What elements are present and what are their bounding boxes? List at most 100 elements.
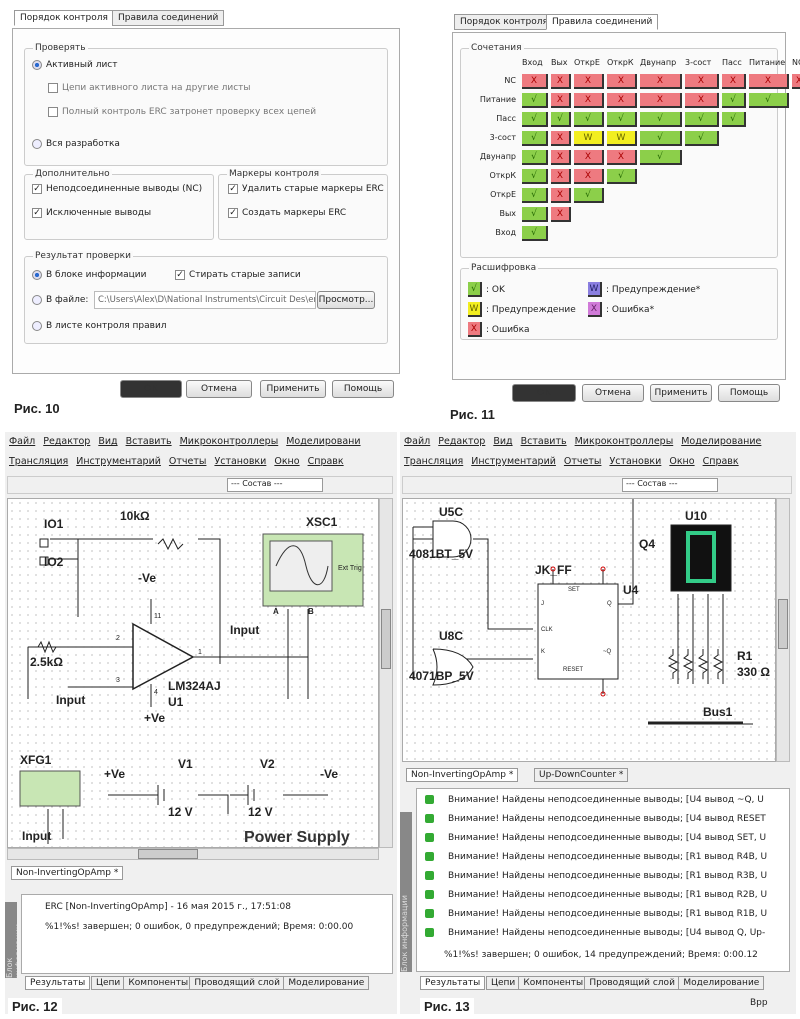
rule-cell-Пасс-Вход[interactable]: √	[522, 112, 548, 127]
rule-cell-ОткрК-ОткрЕ[interactable]: X	[574, 169, 604, 184]
checkbox-nc-pins[interactable]: ✓Неподсоединенные выводы (NC)	[32, 184, 202, 194]
rule-cell-Питание-ОткрК[interactable]: X	[607, 93, 637, 108]
doc-tab-counter[interactable]: Up-DownCounter *	[534, 768, 629, 782]
menu-item[interactable]: Установки	[609, 456, 662, 467]
rule-cell-Двунапр-Вых[interactable]: X	[551, 150, 571, 165]
rule-cell-3-сост-ОткрЕ[interactable]: W	[574, 131, 604, 146]
menu-item[interactable]: Вставить	[125, 436, 172, 447]
component-select[interactable]: --- Состав ---	[622, 478, 718, 492]
checkbox-create-markers[interactable]: ✓Создать маркеры ERC	[228, 208, 346, 218]
tab-2[interactable]: Цепи	[91, 976, 126, 990]
checkbox-chains-other[interactable]: Цепи активного листа на другие листы	[48, 83, 251, 93]
rule-cell-NC-NC[interactable]: X	[792, 74, 800, 89]
rule-cell-3-сост-Вход[interactable]: √	[522, 131, 548, 146]
rule-cell-Пасс-ОткрЕ[interactable]: √	[574, 112, 604, 127]
rule-cell-3-сост-Вых[interactable]: X	[551, 131, 571, 146]
menu-item[interactable]: Отчеты	[563, 456, 602, 467]
rule-cell-NC-Вход[interactable]: X	[522, 74, 548, 89]
tab-3[interactable]: Компоненты	[123, 976, 194, 990]
tab-1[interactable]: Результаты	[420, 976, 486, 990]
radio-active-sheet[interactable]: Активный лист	[32, 60, 117, 70]
tab-4[interactable]: Проводящий слой	[189, 976, 285, 990]
rule-cell-Питание-ОткрЕ[interactable]: X	[574, 93, 604, 108]
cancel-button[interactable]: Отмена	[186, 380, 252, 398]
rule-cell-Двунапр-Вход[interactable]: √	[522, 150, 548, 165]
rule-cell-Вых-Вход[interactable]: √	[522, 207, 548, 222]
checkbox-excluded-pins[interactable]: ✓Исключенные выводы	[32, 208, 151, 218]
rule-cell-ОткрК-Вых[interactable]: X	[551, 169, 571, 184]
checkbox-erase-old[interactable]: ✓Стирать старые записи	[175, 270, 301, 280]
rule-cell-NC-3-сост[interactable]: X	[685, 74, 719, 89]
radio-whole-design[interactable]: Вся разработка	[32, 139, 120, 149]
ok-button[interactable]: ОК	[120, 380, 182, 398]
radio-in-file[interactable]: В файле:	[32, 295, 88, 305]
checkbox-full-control[interactable]: Полный контроль ERC затронет проверку вс…	[48, 107, 316, 117]
rule-cell-3-сост-Двунапр[interactable]: √	[640, 131, 682, 146]
help-button[interactable]: Помощь	[332, 380, 394, 398]
menu-item[interactable]: Трансляция	[404, 456, 464, 467]
tab-2[interactable]: Цепи	[486, 976, 521, 990]
rule-cell-Двунапр-ОткрК[interactable]: X	[607, 150, 637, 165]
menu-item[interactable]: Вид	[493, 436, 513, 447]
ok-button[interactable]: ОК	[512, 384, 576, 402]
checkbox-delete-markers[interactable]: ✓Удалить старые маркеры ERC	[228, 184, 384, 194]
rule-cell-Пасс-Пасс[interactable]: √	[722, 112, 746, 127]
menu-item[interactable]: Отчеты	[168, 456, 207, 467]
rule-cell-Питание-Питание[interactable]: √	[749, 93, 789, 108]
component-select[interactable]: --- Состав ---	[227, 478, 323, 492]
rule-cell-NC-ОткрК[interactable]: X	[607, 74, 637, 89]
menu-item[interactable]: Моделирование	[681, 436, 762, 447]
rule-cell-ОткрЕ-Вход[interactable]: √	[522, 188, 548, 203]
menu-item[interactable]: Файл	[9, 436, 36, 447]
help-button[interactable]: Помощь	[718, 384, 780, 402]
radio-in-rules-sheet[interactable]: В листе контроля правил	[32, 321, 167, 331]
doc-tab-opamp[interactable]: Non-InvertingOpAmp *	[11, 866, 124, 880]
rule-cell-NC-Двунапр[interactable]: X	[640, 74, 682, 89]
menu-item[interactable]: Установки	[214, 456, 267, 467]
menu-item[interactable]: Редактор	[43, 436, 91, 447]
menu-item[interactable]: Файл	[404, 436, 431, 447]
rule-cell-3-сост-3-сост[interactable]: √	[685, 131, 719, 146]
cancel-button[interactable]: Отмена	[582, 384, 644, 402]
file-path-input[interactable]: C:\Users\Alex\D\National Instruments\Cir…	[94, 291, 316, 309]
rule-cell-Двунапр-Двунапр[interactable]: √	[640, 150, 682, 165]
rule-cell-Двунапр-ОткрЕ[interactable]: X	[574, 150, 604, 165]
tab-connection-rules[interactable]: Правила соединений	[112, 10, 225, 26]
menu-item[interactable]: Микроконтроллеры	[179, 436, 279, 447]
tab-1[interactable]: Результаты	[25, 976, 91, 990]
doc-tab-opamp[interactable]: Non-InvertingOpAmp *	[406, 768, 519, 782]
radio-in-info[interactable]: В блоке информации	[32, 270, 146, 280]
rule-cell-Питание-Вход[interactable]: √	[522, 93, 548, 108]
browse-button[interactable]: Просмотр...	[317, 291, 375, 309]
vertical-scrollbar[interactable]	[379, 498, 393, 848]
rule-cell-NC-Вых[interactable]: X	[551, 74, 571, 89]
tab-connection-rules[interactable]: Правила соединений	[546, 14, 659, 30]
schematic-canvas[interactable]: IO1 IO2 10kΩ XSC1 Ext Trig A B -Ve 11 2 …	[7, 498, 379, 848]
rule-cell-Пасс-ОткрК[interactable]: √	[607, 112, 637, 127]
rule-cell-ОткрЕ-ОткрЕ[interactable]: √	[574, 188, 604, 203]
rule-cell-Вых-Вых[interactable]: X	[551, 207, 571, 222]
rule-cell-NC-Пасс[interactable]: X	[722, 74, 746, 89]
rule-cell-ОткрК-ОткрК[interactable]: √	[607, 169, 637, 184]
tab-check-order[interactable]: Порядок контроля	[14, 10, 114, 26]
apply-button[interactable]: Применить	[260, 380, 326, 398]
menu-item[interactable]: Редактор	[438, 436, 486, 447]
menu-item[interactable]: Справк	[307, 456, 344, 467]
schematic-canvas[interactable]: U5C 4081BT_5V Q4 JK_FF U4 U8C 4071BP_5V …	[402, 498, 776, 762]
horizontal-scrollbar[interactable]	[7, 848, 379, 860]
menu-item[interactable]: Моделировани	[286, 436, 361, 447]
rule-cell-Питание-Вых[interactable]: X	[551, 93, 571, 108]
menu-item[interactable]: Окно	[669, 456, 695, 467]
menu-item[interactable]: Справк	[702, 456, 739, 467]
rule-cell-3-сост-ОткрК[interactable]: W	[607, 131, 637, 146]
rule-cell-NC-Питание[interactable]: X	[749, 74, 789, 89]
rule-cell-Питание-Двунапр[interactable]: X	[640, 93, 682, 108]
rule-cell-Пасс-3-сост[interactable]: √	[685, 112, 719, 127]
menu-item[interactable]: Вид	[98, 436, 118, 447]
rule-cell-Питание-3-сост[interactable]: X	[685, 93, 719, 108]
menu-item[interactable]: Трансляция	[9, 456, 69, 467]
menu-item[interactable]: Инструментарий	[76, 456, 161, 467]
rule-cell-Питание-Пасс[interactable]: √	[722, 93, 746, 108]
rule-cell-ОткрЕ-Вых[interactable]: X	[551, 188, 571, 203]
tab-check-order[interactable]: Порядок контроля	[454, 14, 554, 30]
